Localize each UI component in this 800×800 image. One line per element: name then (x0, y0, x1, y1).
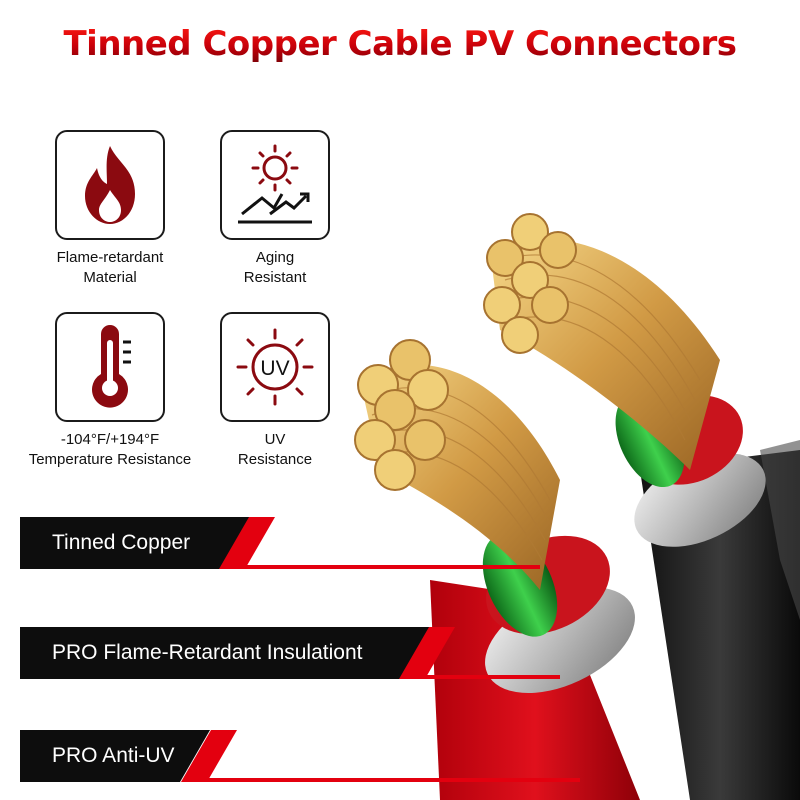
feature-temperature-line2: Temperature Resistance (28, 451, 192, 468)
feature-uv-line1: UV (264, 431, 286, 448)
banner-anti-uv: PRO Anti-UV (20, 730, 600, 782)
front-cable (354, 339, 640, 800)
banner-anti-uv-label: PRO Anti-UV (52, 744, 175, 767)
page-title: Tinned Copper Cable PV Connectors (0, 24, 800, 64)
uv-icon-text: UV (260, 357, 289, 380)
feature-flame-line2: Material (83, 269, 137, 286)
sun-aging-icon (238, 144, 312, 224)
feature-flame: Flame-retardant Material (15, 130, 205, 288)
uv-sun-icon: UV (236, 328, 314, 406)
feature-aging-line2: Resistant (243, 269, 307, 286)
feature-temperature: -104°F/+194°F Temperature Resistance (15, 312, 205, 470)
feature-temperature-line1: -104°F/+194°F (60, 431, 160, 448)
feature-flame-line1: Flame-retardant (56, 249, 164, 266)
banner-flame-retardant-label: PRO Flame-Retardant Insulationt (52, 641, 363, 664)
thermometer-icon-box (55, 312, 165, 422)
uv-icon-box: UV (220, 312, 330, 422)
banner-tinned-copper: Tinned Copper (20, 517, 560, 569)
feature-aging-line1: Aging (255, 249, 295, 266)
flame-icon (85, 146, 135, 224)
aging-icon-box (220, 130, 330, 240)
feature-uv-line2: Resistance (237, 451, 313, 468)
feature-uv: UV UV Resistance (180, 312, 370, 470)
feature-aging: Aging Resistant (180, 130, 370, 288)
back-cable (483, 213, 800, 800)
banner-flame-retardant: PRO Flame-Retardant Insulationt (20, 627, 580, 679)
thermometer-icon (92, 325, 131, 408)
banner-tinned-copper-label: Tinned Copper (52, 531, 191, 554)
flame-icon-box (55, 130, 165, 240)
